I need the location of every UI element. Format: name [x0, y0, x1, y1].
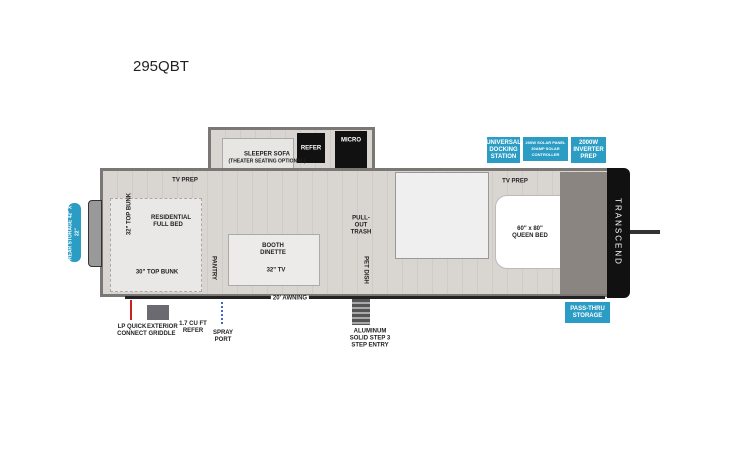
label-32-tv: 32" TV [266, 267, 286, 274]
griddle-icon [147, 305, 169, 320]
label-sleeper-sofa: SLEEPER SOFA [243, 151, 291, 158]
label-full-bed: RESIDENTIAL FULL BED [151, 215, 192, 228]
label-sofa-note: (THEATER SEATING OPTIONAL) [228, 158, 306, 165]
rear-bumper [88, 200, 102, 267]
label-tv-prep-front: TV PREP [502, 178, 528, 185]
queen-bed-shape [495, 195, 572, 269]
badge-docking-station: UNIVERSAL DOCKING STATION [486, 137, 521, 163]
label-ext-refer: 1.7 CU FT REFER [179, 321, 207, 334]
label-booth-dinette: BOOTH DINETTE [260, 243, 286, 256]
bathroom [395, 172, 489, 259]
spray-hose-icon [221, 302, 228, 324]
dinette [228, 234, 320, 286]
label-micro: MICRO [341, 137, 361, 144]
bunk-area [110, 198, 202, 292]
label-refer: REFER [300, 145, 322, 152]
label-pet-dish: PET DISH [362, 256, 369, 284]
front-wardrobe [560, 172, 607, 294]
label-pantry: PANTRY [210, 256, 217, 280]
label-30-top-bunk: 30" TOP BUNK [135, 269, 179, 276]
badge-solar: 200W SOLAR PANEL 30AMP SOLAR CONTROLLER [523, 137, 568, 161]
label-awning: 20' AWNING [270, 295, 310, 303]
awning-rail [125, 296, 605, 299]
brand-logo: TRANSCEND [613, 198, 623, 266]
front-cap [607, 168, 630, 298]
badge-inverter: 2000W INVERTER PREP [571, 137, 606, 163]
model-title: 295QBT [133, 58, 189, 75]
entry-steps [352, 299, 370, 325]
label-entry-step: ALUMINUM SOLID STEP 3 STEP ENTRY [349, 328, 391, 349]
label-32-top-bunk: 32" TOP BUNK [126, 192, 133, 236]
lp-line-icon [130, 300, 132, 320]
microwave-range [335, 131, 367, 173]
label-spray-port: SPRAY PORT [212, 330, 234, 343]
label-tv-prep-rear: TV PREP [172, 177, 198, 184]
hitch [630, 230, 660, 234]
label-queen-bed: 60" x 80" QUEEN BED [512, 226, 548, 239]
label-exterior-griddle: EXTERIOR GRIDDLE [147, 324, 178, 337]
refrigerator [297, 133, 325, 163]
label-pullout-trash: PULL-OUT TRASH [350, 215, 372, 236]
badge-rear-storage: REAR STORAGE 42" X 22" [68, 203, 81, 262]
label-lp-quick-connect: LP QUICK CONNECT [117, 324, 147, 337]
badge-pass-thru-storage: PASS-THRU STORAGE [565, 302, 610, 323]
